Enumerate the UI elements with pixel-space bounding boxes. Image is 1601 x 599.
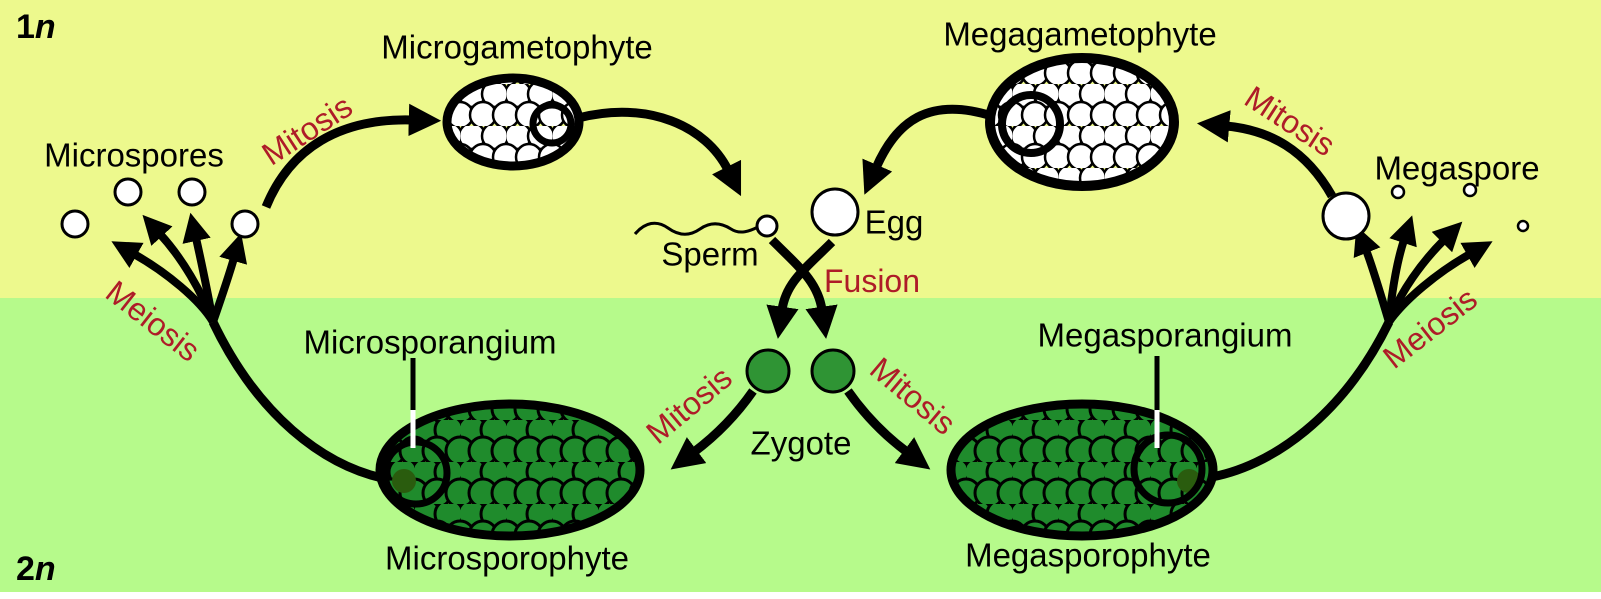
- megasporophyte-label: Megasporophyte: [965, 536, 1211, 574]
- sperm-head: [755, 214, 779, 238]
- megagametophyte-label: Megagametophyte: [943, 15, 1217, 53]
- meiosis-left-fan-4: [209, 233, 248, 324]
- egg-label: Egg: [864, 203, 924, 241]
- mitosis-left-arrow: [261, 103, 442, 209]
- microsporophyte-body: [375, 358, 645, 541]
- microgametophyte-to-sperm-arrow: [576, 107, 742, 197]
- megaspore-cells: [1321, 182, 1530, 241]
- megasporophyte-body: [946, 356, 1218, 541]
- fusion-egg-arrow: [766, 238, 836, 339]
- microsporangium-dark-spot: [392, 469, 416, 493]
- meiosis-left-fan-3: [182, 212, 217, 323]
- megaspore-label: Megaspore: [1374, 149, 1540, 187]
- microsporophyte-label: Microsporophyte: [385, 539, 629, 577]
- microspore-cells: [60, 177, 260, 239]
- megagametophyte-inner-ring: [998, 91, 1064, 157]
- microgametophyte-body: [442, 73, 584, 171]
- megasporangium-ring: [1130, 431, 1206, 507]
- haploid-background: [0, 0, 1601, 298]
- sperm-tail: [633, 221, 759, 236]
- meiosis-left-curve: [208, 320, 393, 485]
- megasporangium-label: Megasporangium: [1037, 316, 1293, 354]
- microgametophyte-label: Microgametophyte: [381, 28, 653, 66]
- microsporangium-ring: [381, 438, 451, 508]
- meiosis-right-curve: [1205, 320, 1394, 483]
- mitosis-right-arrow: [1196, 110, 1336, 199]
- megagametophyte-body: [985, 53, 1179, 191]
- egg-cell: [810, 187, 860, 237]
- arrows: [111, 103, 1493, 485]
- megagametophyte-to-egg-arrow: [862, 104, 994, 195]
- zygote-cells: [745, 348, 856, 394]
- sperm-label: Sperm: [661, 235, 759, 273]
- megaspore-functional: [1321, 191, 1371, 241]
- cells: [60, 177, 1530, 394]
- microgametophyte-inner-ring: [529, 101, 575, 147]
- meiosis-right-fan-4: [1385, 241, 1493, 325]
- zygote-label: Zygote: [750, 424, 852, 462]
- diploid-background: [0, 298, 1601, 592]
- zygote-to-microsporophyte-arrow: [670, 388, 757, 470]
- ploidy-label-haploid: 1n: [16, 8, 56, 46]
- fusion-label: Fusion: [823, 263, 921, 299]
- zygote-to-megasporophyte-arrow: [844, 388, 931, 470]
- sperm-cell: [633, 214, 779, 238]
- bottom-border-strip: [0, 592, 1601, 599]
- microspores-label: Microspores: [44, 136, 224, 174]
- ploidy-label-diploid: 2n: [16, 550, 56, 588]
- microsporangium-label: Microsporangium: [303, 323, 557, 361]
